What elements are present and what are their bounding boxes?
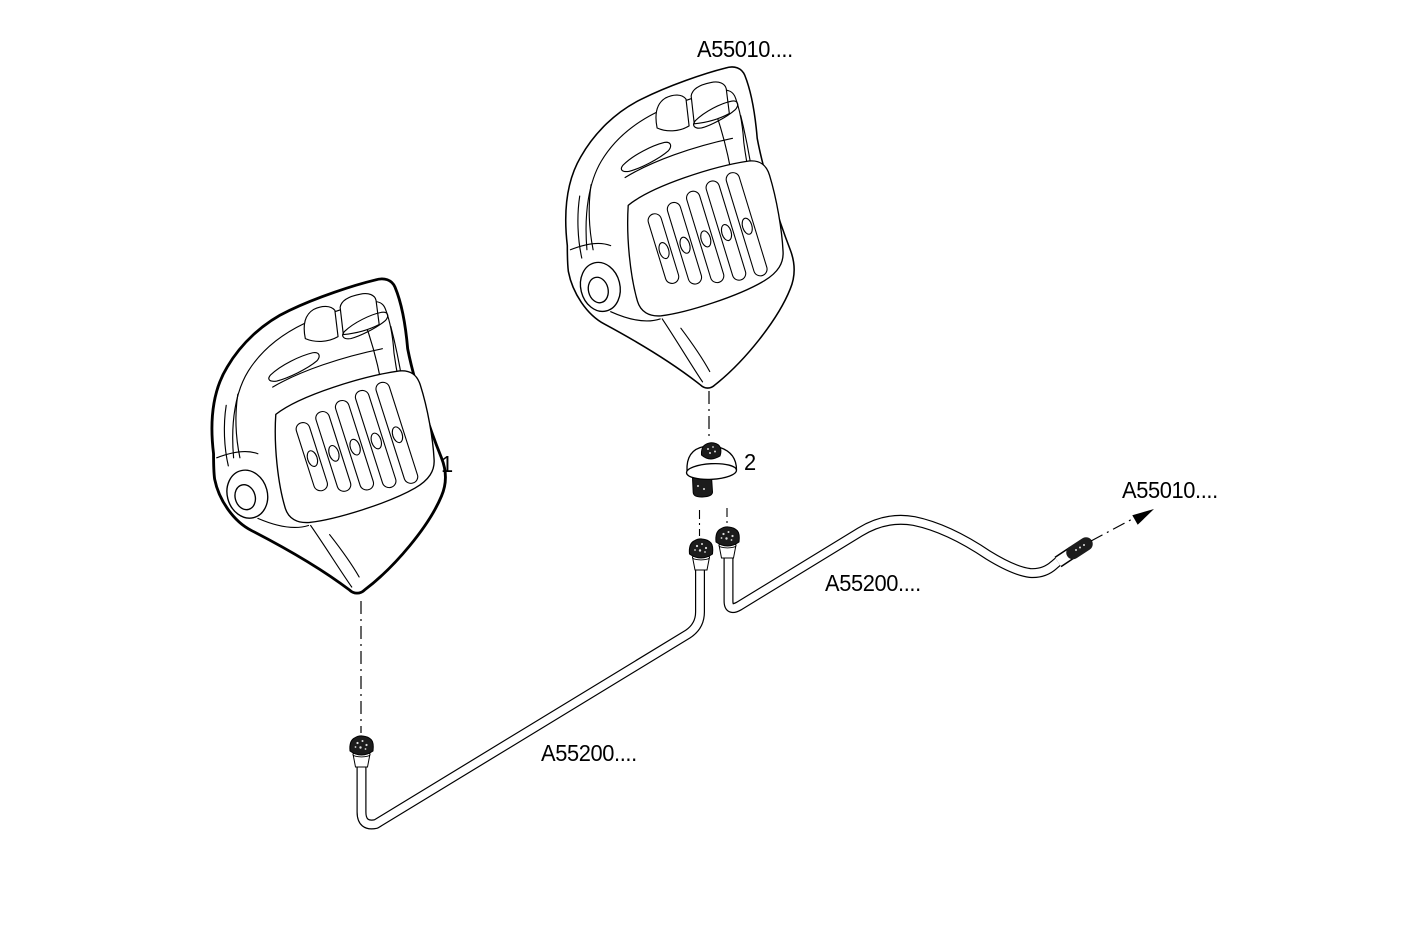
pedal-assembly-drawing-item1	[211, 278, 447, 594]
hose-left-drawing	[356, 566, 705, 830]
connector-item2-drawing	[685, 442, 738, 498]
connector-knurled-knob	[700, 442, 722, 460]
leader-line-hose-to-ref	[1090, 515, 1138, 542]
hose-end-fitting-bottom-left	[349, 735, 374, 768]
hose-end-fitting-port-right	[715, 526, 740, 559]
hose-right-drawing	[723, 514, 1093, 614]
part-label-arrow-ref[interactable]: A55010....	[1122, 477, 1218, 503]
hose-end-fitting-port-left	[688, 538, 714, 571]
item-callout-2[interactable]: 2	[744, 449, 756, 475]
part-label-hose-left[interactable]: A55200....	[541, 740, 637, 766]
part-label-pedal-top[interactable]: A55010....	[697, 36, 793, 62]
item-callout-1[interactable]: 1	[441, 451, 453, 477]
arrowhead-icon	[1132, 509, 1154, 525]
connector-bottom-nub	[691, 475, 714, 498]
hose-end-fitting-right	[1054, 537, 1093, 568]
pedal-assembly-drawing-top	[565, 66, 795, 389]
part-label-hose-right[interactable]: A55200....	[825, 570, 921, 596]
